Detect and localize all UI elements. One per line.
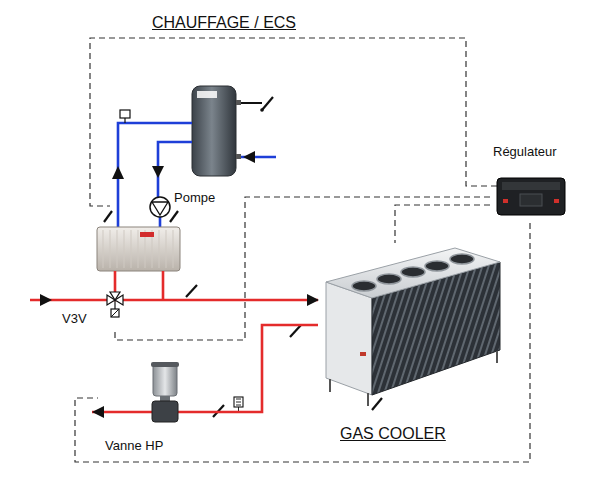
- node-label: Pompe: [174, 191, 215, 206]
- node-label: V3V: [62, 312, 87, 327]
- diagram-title: CHAUFFAGE / ECS: [152, 14, 296, 32]
- valve-box: V3V: [55, 288, 125, 329]
- node-label: Vanne HP: [105, 439, 163, 454]
- temperature-sensor: [170, 211, 178, 222]
- filter-symbol: [234, 397, 243, 412]
- plate-heat-exchanger: [97, 227, 180, 271]
- temperature-sensor: [290, 325, 301, 337]
- air-vent: [120, 110, 130, 118]
- gas-cooler-unit: [326, 248, 500, 406]
- temperature-sensor: [104, 211, 112, 222]
- temperature-sensor: [186, 285, 197, 297]
- control-wire: [395, 205, 490, 243]
- pipe-connector: [180, 325, 318, 412]
- node-label: Régulateur: [493, 145, 557, 160]
- gas-cooler-box: GAS COOLER: [318, 243, 504, 447]
- three-way-valve-symbol: [107, 292, 123, 317]
- storage-tank: [192, 86, 241, 176]
- pump-box: Pompe: [148, 190, 220, 220]
- valve-box: Vanne HP: [98, 362, 180, 456]
- controller-box: Régulateur: [490, 143, 574, 223]
- temperature-sensor: [372, 398, 382, 410]
- controller: [497, 178, 565, 215]
- node-label: GAS COOLER: [340, 425, 446, 443]
- pipe-connector: [125, 299, 318, 302]
- pump-symbol: [150, 197, 170, 217]
- hp-valve: [151, 362, 179, 422]
- control-wire: [75, 223, 530, 462]
- control-wire: [115, 197, 490, 340]
- temperature-sensor: [260, 97, 273, 112]
